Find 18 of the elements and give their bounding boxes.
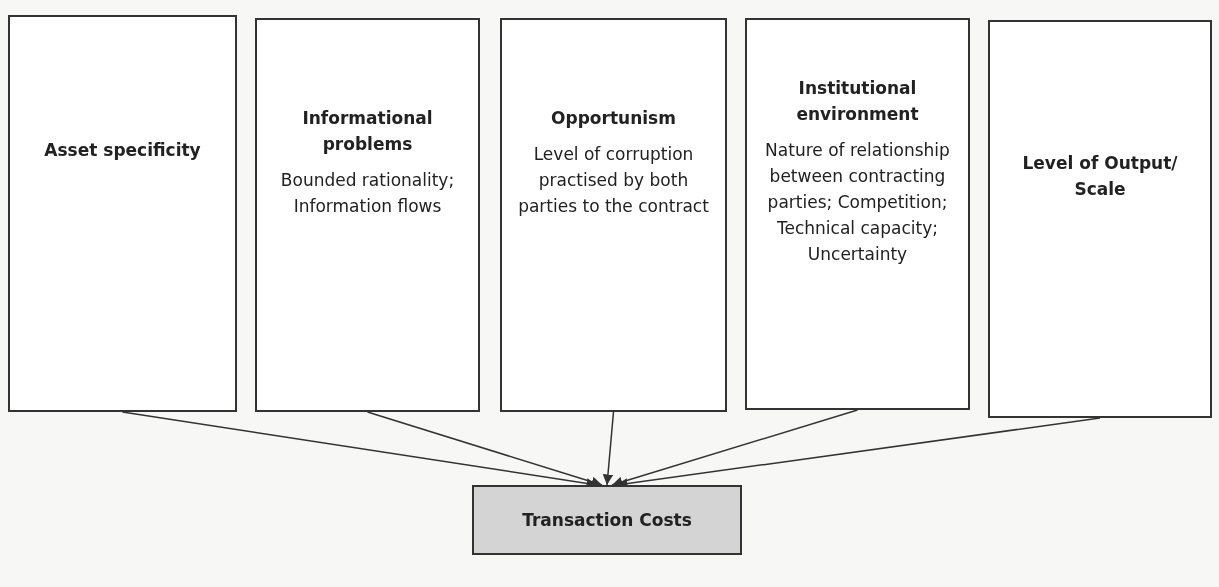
factor-box [988, 20, 1212, 418]
heading: Opportunism [551, 107, 676, 130]
arrow [366, 411, 603, 487]
factor-box [500, 18, 727, 412]
heading: Informational problems [301, 107, 434, 156]
heading: Institutional environment [795, 77, 920, 126]
heading: Transaction Costs [522, 509, 692, 532]
heading: Level of Output/ Scale [1021, 152, 1179, 201]
factor-box [8, 15, 237, 412]
arrow [602, 411, 615, 486]
description: Level of corruption practised by both parties to the contract [517, 143, 710, 218]
factor-box [745, 18, 970, 410]
description: Bounded rationality; Information flows [279, 169, 456, 218]
description: Nature of relationship between contracting parties; Competition; Technical capacity; Uncertainty [764, 139, 951, 266]
factor-box [255, 18, 480, 412]
heading: Asset specificity [44, 139, 201, 162]
arrow [611, 409, 859, 487]
result-box [472, 485, 742, 555]
